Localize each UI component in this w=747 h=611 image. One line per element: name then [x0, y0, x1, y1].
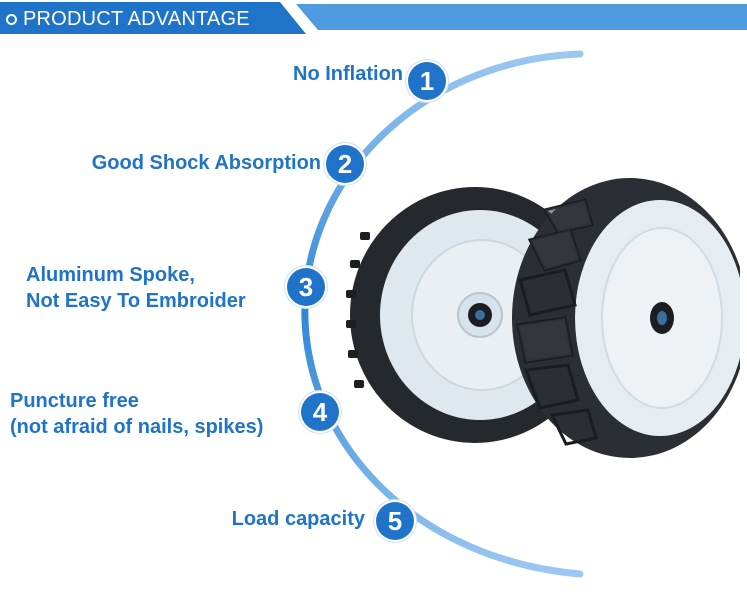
- banner-title-wrap: PRODUCT ADVANTAGE: [0, 4, 250, 34]
- feature-4-line-2: (not afraid of nails, spikes): [10, 416, 264, 438]
- feature-4-line-1: Puncture free: [10, 390, 139, 412]
- wheel-product-image: [330, 170, 747, 470]
- header-banner: PRODUCT ADVANTAGE: [0, 0, 747, 36]
- feature-3-line-1: Aluminum Spoke,: [26, 264, 195, 286]
- feature-3-line-2: Not Easy To Embroider: [26, 290, 246, 312]
- feature-2-badge: 2: [326, 145, 364, 183]
- feature-4-badge: 4: [301, 393, 339, 431]
- circle-icon: [6, 13, 17, 25]
- feature-1-text: No Inflation: [293, 61, 403, 87]
- feature-5-badge: 5: [376, 502, 414, 540]
- feature-2-text: Good Shock Absorption: [92, 150, 321, 176]
- feature-4-text: Puncture free (not afraid of nails, spik…: [10, 388, 263, 440]
- feature-3-text: Aluminum Spoke, Not Easy To Embroider: [26, 262, 246, 314]
- feature-2-line-1: Good Shock Absorption: [91, 152, 321, 174]
- feature-5-line-1: Load capacity: [231, 508, 365, 530]
- feature-1-badge: 1: [408, 62, 446, 100]
- banner-shape: [0, 2, 747, 34]
- page-title: PRODUCT ADVANTAGE: [23, 8, 250, 30]
- feature-1-line-1: No Inflation: [293, 63, 403, 85]
- wheels-illustration: [346, 178, 747, 458]
- feature-5-text: Load capacity: [232, 506, 365, 532]
- feature-3-badge: 3: [287, 268, 325, 306]
